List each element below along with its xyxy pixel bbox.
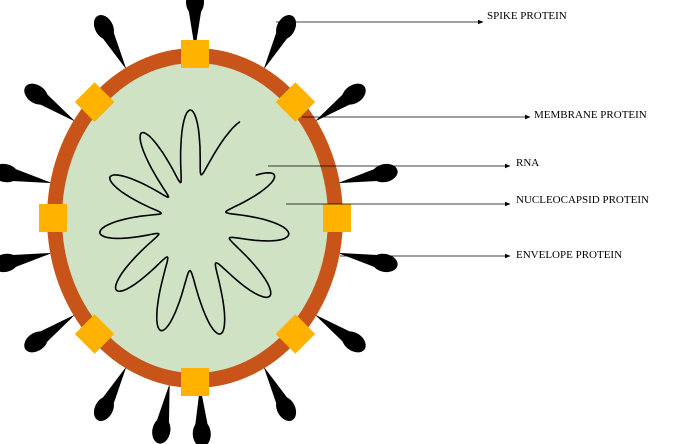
rna-strand: [99, 109, 290, 335]
spike-protein: [192, 385, 211, 444]
spike-protein-label: SPIKE PROTEIN: [487, 10, 567, 22]
spike-protein: [0, 252, 53, 273]
nucleocapsid-protein-label: NUCLEOCAPSID PROTEIN: [516, 194, 649, 206]
spike-protein: [337, 163, 398, 184]
membrane-protein: [275, 314, 316, 354]
membrane-protein: [181, 40, 209, 68]
spike-protein: [314, 314, 366, 353]
spike-protein: [152, 383, 171, 444]
membrane-protein: [323, 204, 351, 232]
membrane-protein-label: MEMBRANE PROTEIN: [534, 109, 647, 121]
spike-protein: [263, 15, 297, 70]
spike-proteins: [0, 0, 398, 444]
spike-protein: [186, 0, 204, 50]
spike-protein: [314, 83, 366, 122]
spike-protein: [0, 163, 53, 184]
spike-protein: [337, 252, 398, 273]
spike-protein: [24, 83, 76, 122]
leader-lines: [268, 19, 531, 259]
membrane-protein: [181, 368, 209, 396]
spike-protein: [93, 366, 127, 421]
rna-label: RNA: [516, 157, 539, 169]
spike-protein: [24, 314, 76, 353]
spike-protein: [93, 15, 127, 70]
envelope-protein-label: ENVELOPE PROTEIN: [516, 249, 622, 261]
spike-protein: [263, 366, 297, 421]
membrane-protein: [39, 204, 67, 232]
